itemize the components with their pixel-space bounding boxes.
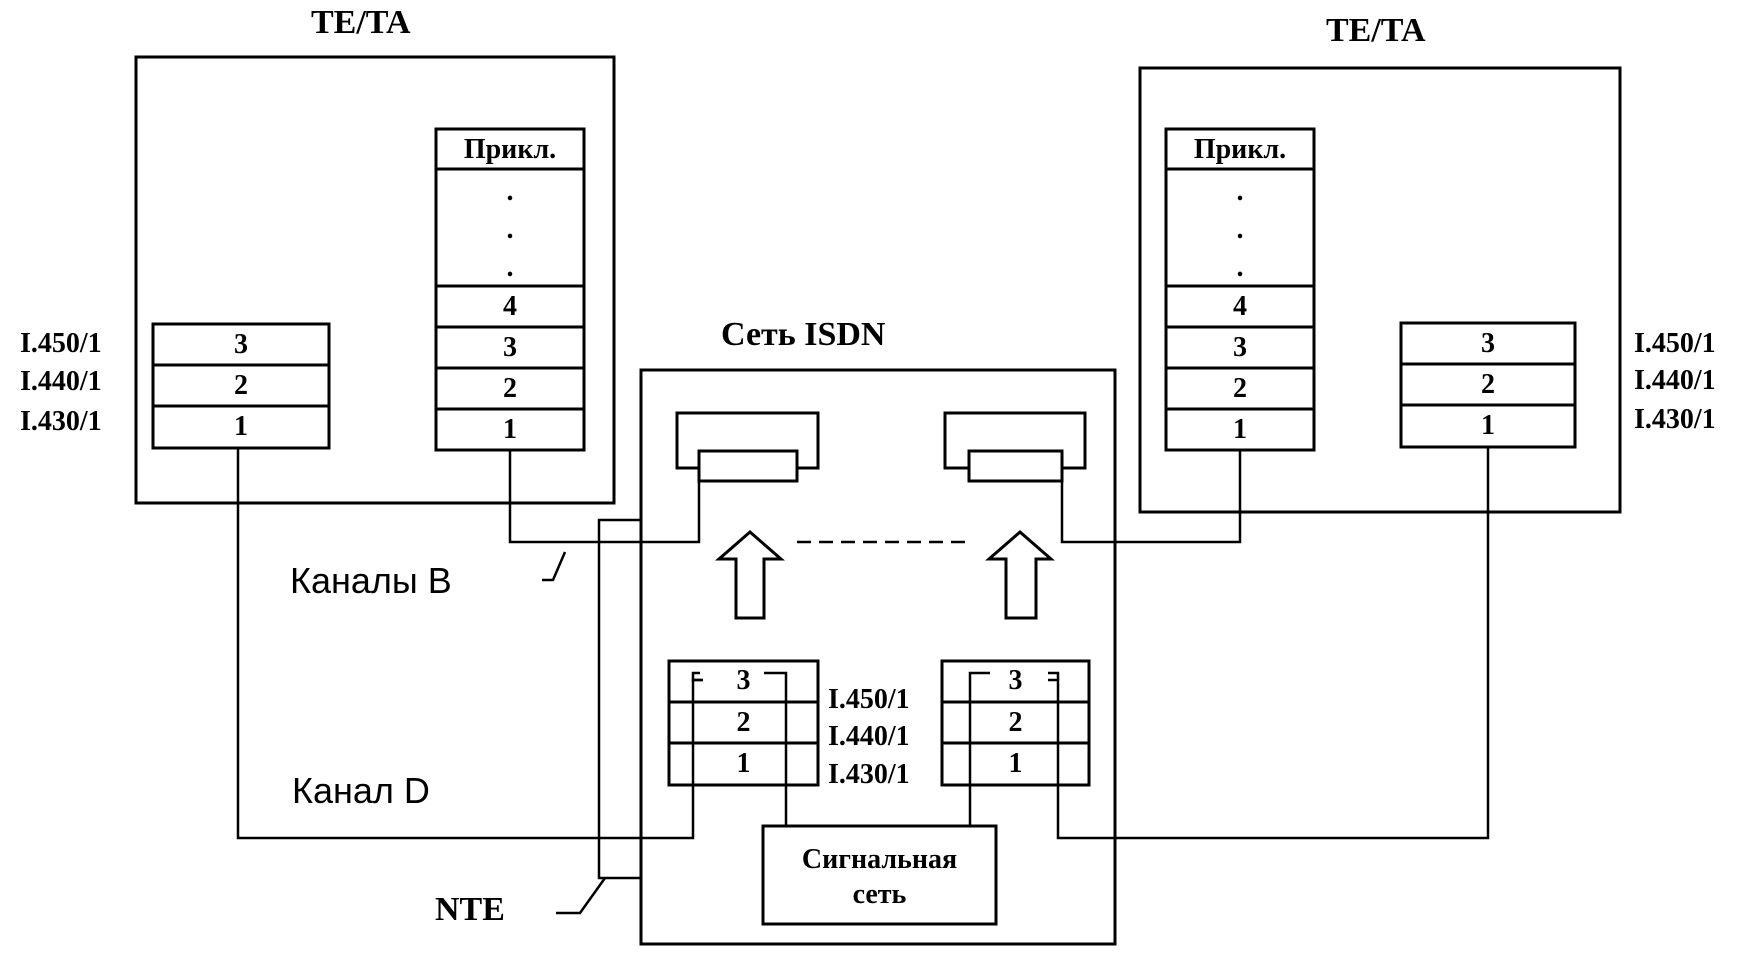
- right-sig-layer-2: 2: [1481, 369, 1495, 400]
- right-app-layer-3: 3: [1233, 332, 1247, 363]
- left-app-dot-3: .: [506, 252, 514, 283]
- right-app-layer-2: 2: [1233, 373, 1247, 404]
- nte-leader: [556, 877, 607, 915]
- signalling-network-box: [761, 824, 998, 926]
- isdn-network-box: [639, 368, 1117, 946]
- left-app-layer-3: 3: [503, 332, 517, 363]
- left-b-switch: [675, 411, 820, 483]
- network-right-l3-bracket-left: [968, 671, 990, 826]
- network-left-l3-bracket-right: [764, 671, 788, 826]
- b-channels-leader: [542, 551, 567, 582]
- right-app-layer-1: 1: [1233, 414, 1247, 445]
- network-standard-i440: I.440/1: [828, 721, 910, 752]
- right-app-layer-4: 4: [1233, 291, 1247, 322]
- right-standard-i450: I.450/1: [1634, 328, 1716, 359]
- network-right-l3-bracket-right: [1048, 671, 1060, 680]
- left-app-layer-2: 2: [503, 373, 517, 404]
- b-channel-line-left: [508, 450, 701, 544]
- right-standard-i430: I.430/1: [1634, 404, 1716, 435]
- left-sig-layer-1: 1: [234, 411, 248, 442]
- b-channels-label: Каналы В: [290, 560, 452, 601]
- left-te-signalling-stack: [151, 322, 331, 450]
- right-sig-layer-3: 3: [1481, 328, 1495, 359]
- left-app-dot-1: .: [506, 176, 514, 207]
- left-standard-i430: I.430/1: [20, 406, 102, 437]
- network-left-layer-1: 1: [736, 748, 751, 779]
- right-app-dot-2: .: [1236, 214, 1244, 245]
- signalling-network-line1: Сигнальная: [801, 844, 958, 875]
- d-channel-label: Канал D: [292, 770, 430, 811]
- right-te-ta-box: [1138, 66, 1622, 514]
- b-channel-line-right: [1060, 450, 1242, 544]
- network-left-layer-3: 3: [736, 665, 751, 696]
- left-app-layer-4: 4: [503, 291, 517, 322]
- right-b-switch: [943, 411, 1087, 483]
- left-up-arrow: [714, 530, 786, 620]
- right-up-arrow: [984, 530, 1056, 620]
- left-sig-layer-2: 2: [234, 370, 248, 401]
- nte-label: NTE: [435, 891, 505, 928]
- left-standard-i440: I.440/1: [20, 366, 102, 397]
- right-te-ta-title: TE/TA: [1326, 12, 1426, 49]
- network-left-layer-2: 2: [736, 707, 751, 738]
- nte-box: [597, 518, 641, 880]
- isdn-network-title: Сеть ISDN: [721, 316, 886, 353]
- signalling-network-label: Сигнальная сеть: [763, 842, 996, 912]
- d-channel-line-right: [1048, 447, 1490, 840]
- right-sig-layer-1: 1: [1481, 410, 1495, 441]
- network-right-layer-3: 3: [1008, 665, 1023, 696]
- network-right-stack: [940, 659, 1091, 787]
- network-left-l3-bracket: [691, 671, 702, 682]
- right-standard-i440: I.440/1: [1634, 365, 1716, 396]
- network-right-layer-1: 1: [1008, 748, 1023, 779]
- signalling-network-line2: сеть: [852, 879, 907, 910]
- network-right-layer-2: 2: [1008, 707, 1023, 738]
- network-standard-i430: I.430/1: [828, 759, 910, 790]
- right-app-dot-3: .: [1236, 252, 1244, 283]
- left-app-top: Прикл.: [463, 134, 557, 165]
- left-app-dot-2: .: [506, 214, 514, 245]
- right-app-dot-1: .: [1236, 176, 1244, 207]
- left-standard-i450: I.450/1: [20, 328, 102, 359]
- network-standard-i450: I.450/1: [828, 684, 910, 715]
- left-te-ta-title: TE/TA: [311, 4, 411, 41]
- left-sig-layer-3: 3: [234, 329, 248, 360]
- left-app-layer-1: 1: [503, 414, 517, 445]
- left-te-ta-box: [134, 55, 616, 505]
- right-app-top: Прикл.: [1193, 134, 1287, 165]
